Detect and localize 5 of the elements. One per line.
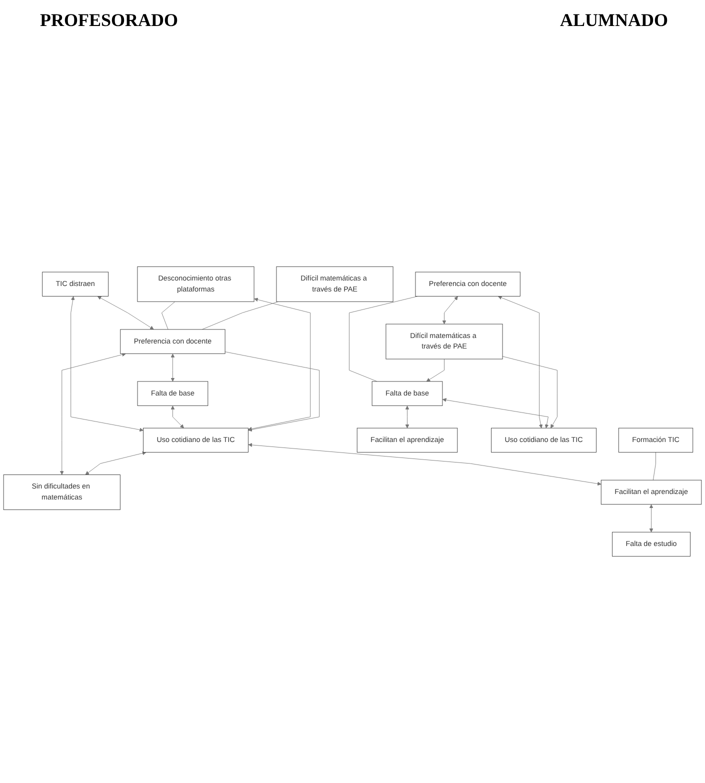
connector	[652, 452, 656, 480]
section-heading: ALUMNADO	[560, 10, 668, 31]
connector	[348, 296, 418, 382]
connector	[202, 301, 279, 330]
section-heading: PROFESORADO	[40, 10, 178, 31]
